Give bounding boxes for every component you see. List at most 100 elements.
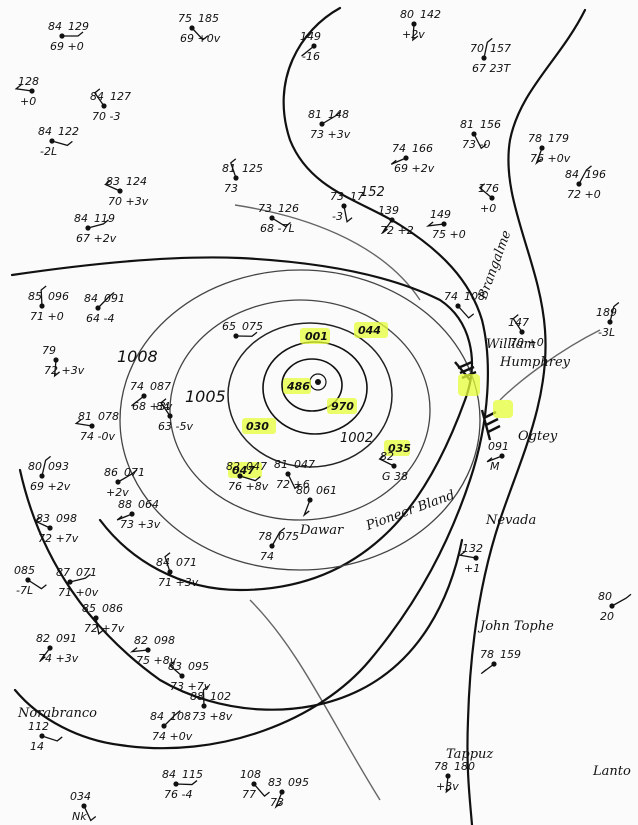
- station-temp: 80: [598, 590, 612, 603]
- station-pressure: 159: [500, 648, 521, 661]
- station-temp: 176: [478, 182, 499, 195]
- wind-barb-icon: [53, 359, 61, 378]
- station-temp: 84: [74, 212, 88, 225]
- station-plot: 189-3L: [596, 301, 620, 339]
- station-temp: 88: [190, 690, 204, 703]
- station-plot: 085-7L: [14, 564, 47, 597]
- wind-barb-icon: [41, 455, 52, 477]
- wind-barb-icon: [302, 499, 311, 517]
- station-values: 72 +7v: [84, 622, 125, 635]
- highlighted-pressure: 486: [286, 380, 310, 393]
- wind-barb-icon: [457, 305, 475, 319]
- wind-barb-icon: [175, 780, 198, 786]
- station-pressure: 156: [480, 118, 501, 131]
- station-values: -2L: [40, 145, 57, 158]
- station-values: 64 -4: [86, 312, 114, 325]
- station-values: 74 +0v: [152, 730, 193, 743]
- station-values: 76 +0v: [530, 152, 571, 165]
- isobar-outer: [13, 6, 489, 750]
- wind-barb-icon: [168, 660, 183, 677]
- station-pressure: 102: [210, 690, 231, 703]
- station-pressure: 127: [110, 90, 131, 103]
- station-values: 77: [242, 788, 256, 801]
- station-temp: 74: [130, 380, 144, 393]
- wind-barb-icon: [512, 314, 523, 333]
- ship-name-nevada: Nevada: [485, 513, 536, 528]
- station-values: +2v: [402, 28, 425, 41]
- station-temp: 84: [156, 400, 170, 413]
- station-temp: 85: [28, 290, 42, 303]
- station-temp: 84: [48, 20, 62, 33]
- station-pressure: 093: [48, 460, 69, 473]
- wind-barb-icon: [93, 88, 105, 107]
- station-values: 75 +0: [432, 228, 466, 241]
- station-values: 74 +3v: [38, 652, 79, 665]
- wind-barb-icon: [164, 552, 171, 573]
- highlighted-pressure: 047: [232, 464, 255, 477]
- isobar-label-1008: 1008: [117, 347, 158, 366]
- wind-barb-icon: [378, 454, 395, 467]
- station-pressure: 071: [176, 556, 197, 569]
- station-values: 72 +7v: [38, 532, 79, 545]
- wind-barb-icon: [87, 219, 109, 229]
- station-temp: 83: [168, 660, 182, 673]
- station-temp: 84: [156, 556, 170, 569]
- station-pressure: 157: [490, 42, 511, 55]
- isobar-label-1002: 1002: [340, 431, 373, 446]
- station-temp: 81: [460, 118, 474, 131]
- station-pressure: 075: [242, 320, 263, 333]
- wind-barb-icon: [104, 179, 121, 192]
- wind-barb-icon: [97, 291, 115, 309]
- station-temp: 87: [56, 566, 70, 579]
- station-plot: 80 20: [598, 590, 632, 623]
- station-values: 73: [224, 182, 238, 195]
- wind-barb-icon: [287, 473, 301, 490]
- station-pressure: 196: [585, 168, 606, 181]
- station-temp: 81: [308, 108, 322, 121]
- ship-name-dawar: Dawar: [299, 523, 344, 538]
- station-values: +0: [480, 202, 496, 215]
- station-values: 72 +6: [276, 478, 310, 491]
- station-values: -3: [332, 210, 343, 223]
- station-values: 20: [600, 610, 614, 623]
- isobar-far-right: [466, 8, 587, 825]
- station-temp: 85: [82, 602, 96, 615]
- isobar-ring-4: [262, 341, 368, 435]
- station-temp: 83: [36, 512, 50, 525]
- ship-name-william: William: [486, 337, 536, 352]
- ship-name-humphrey: Humphrey: [499, 355, 571, 370]
- station-values: 70 -3: [92, 110, 120, 123]
- wind-barb-icon: [445, 775, 452, 794]
- wind-barb-icon: [160, 398, 171, 417]
- station-temp: 88: [118, 498, 132, 511]
- wind-barb-icon: [274, 791, 283, 809]
- wind-barb-icon: [116, 513, 133, 521]
- wind-barb-icon: [343, 205, 353, 223]
- wind-barb-icon: [74, 418, 93, 427]
- station-pressure: 095: [288, 776, 309, 789]
- station-values: Nk: [72, 810, 87, 823]
- station-plot: 176 +0: [478, 182, 499, 215]
- station-temp: 79: [42, 344, 56, 357]
- station-temp: 80: [28, 460, 42, 473]
- wind-barb-icon: [473, 133, 487, 150]
- station-temp: 112: [28, 720, 49, 733]
- station-temp: 139: [378, 204, 399, 217]
